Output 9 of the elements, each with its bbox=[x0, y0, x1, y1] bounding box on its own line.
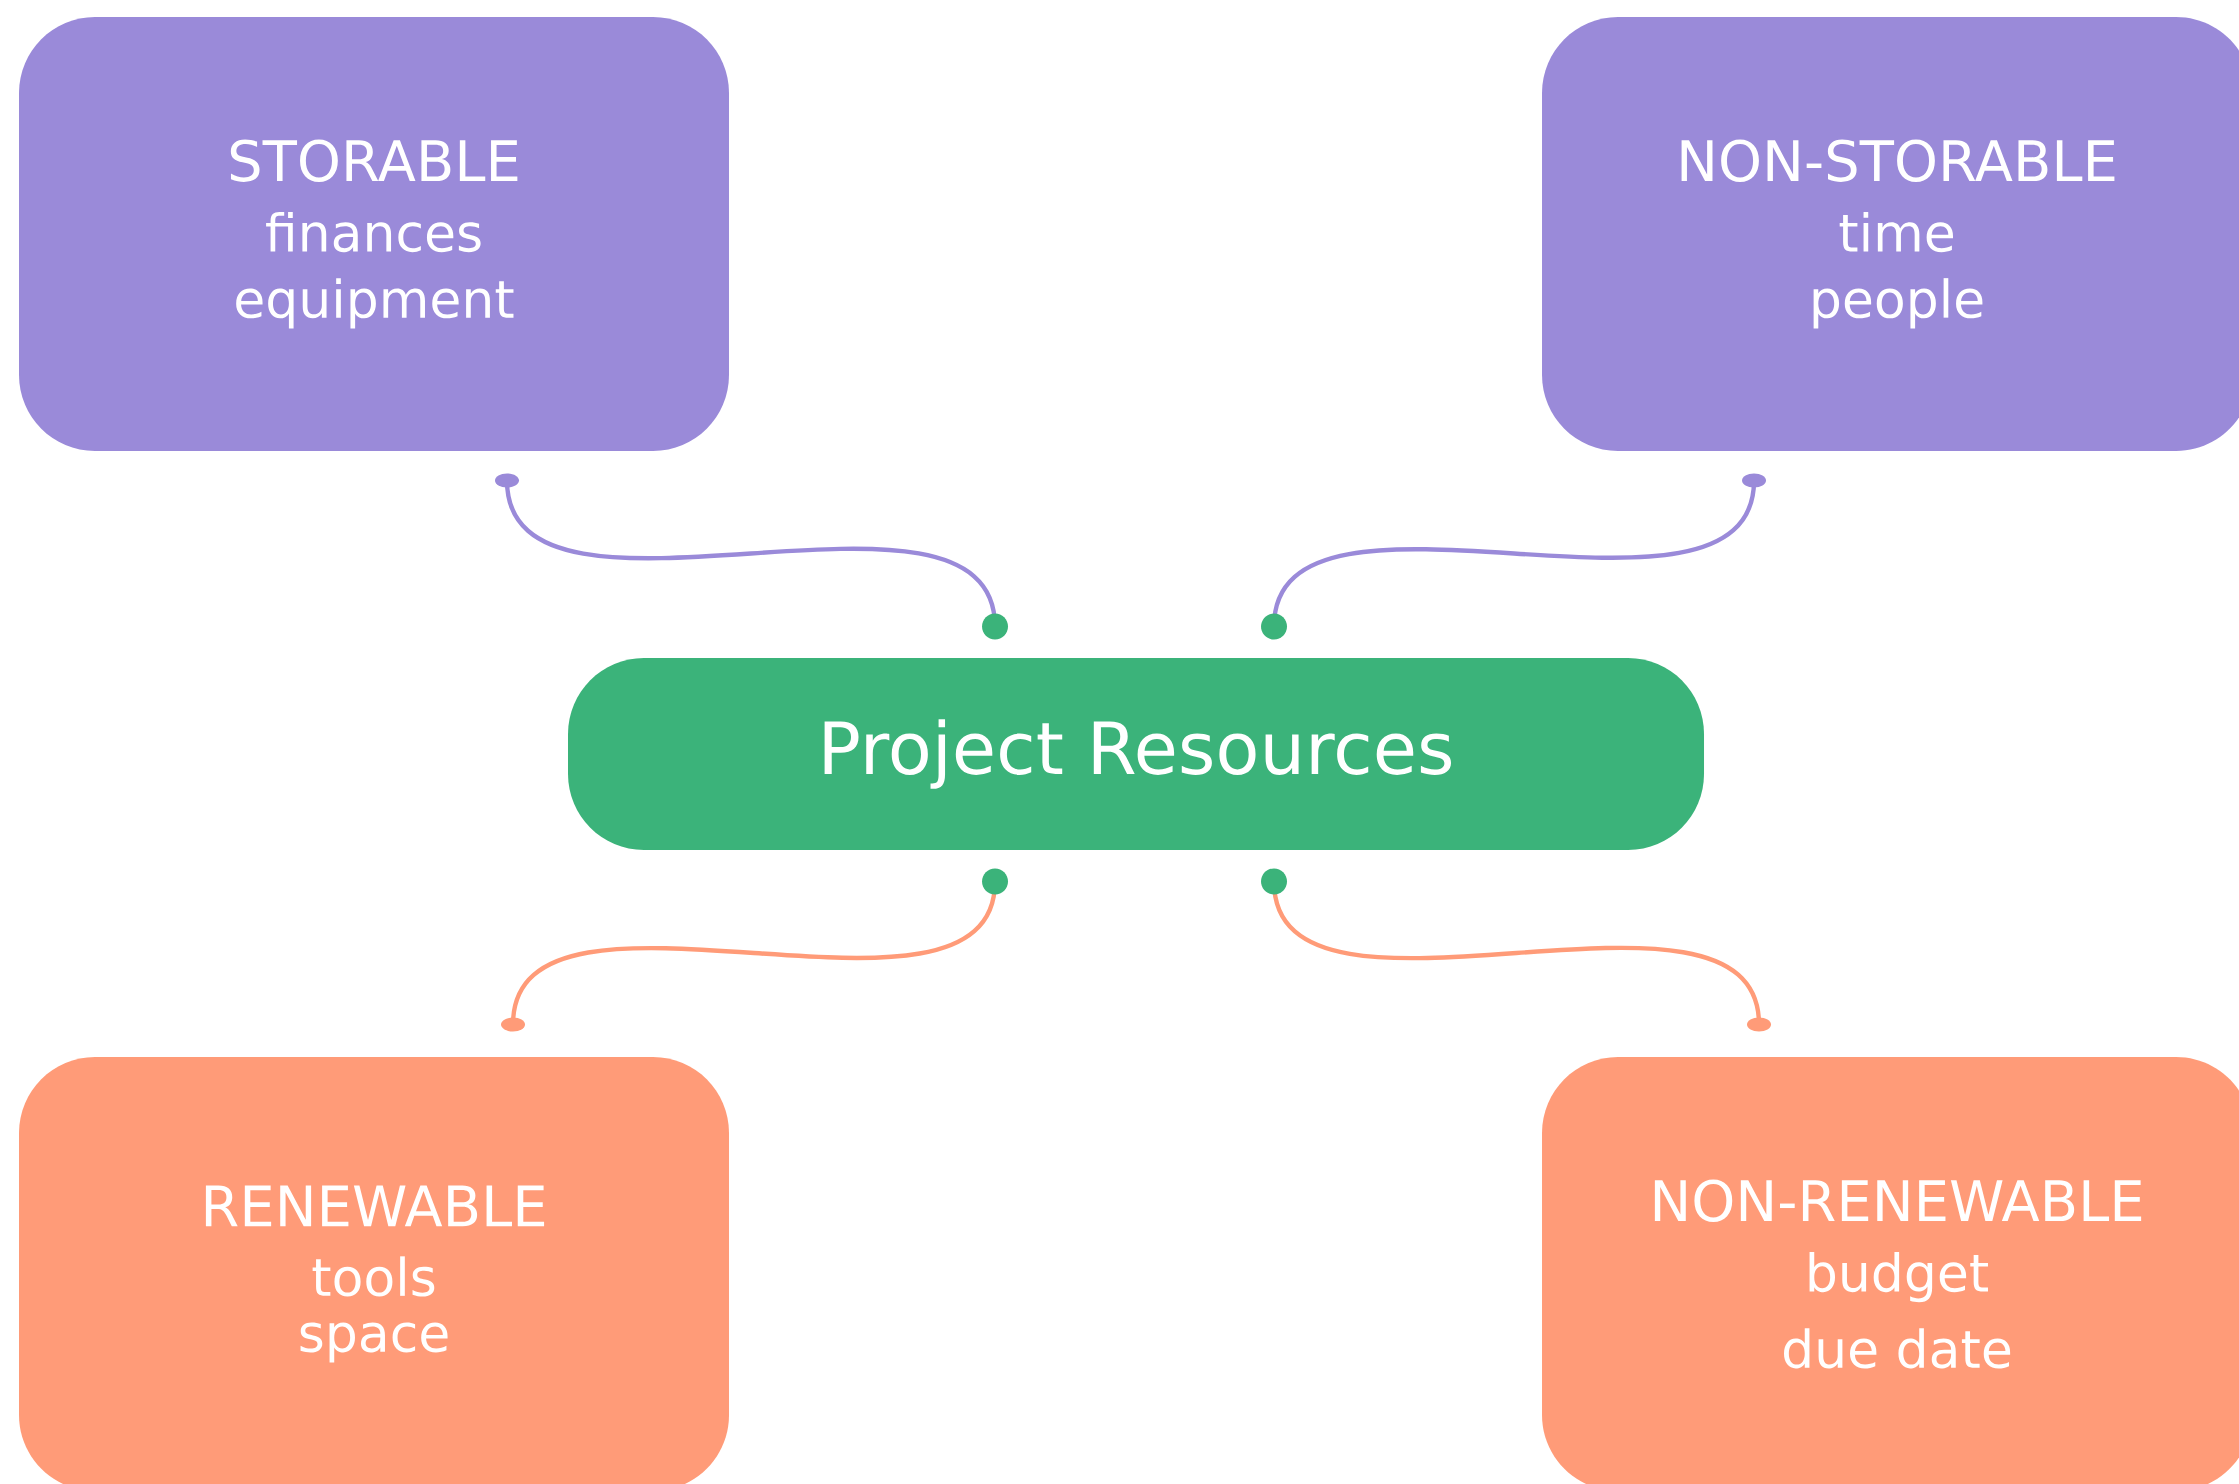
connector bbox=[501, 868, 1008, 1032]
connector bbox=[495, 473, 1008, 640]
category-box: NON-RENEWABLE budget due date bbox=[1542, 1057, 2239, 1484]
category-box: RENEWABLE tools space bbox=[19, 1057, 729, 1484]
category-box: STORABLE finances equipment bbox=[19, 17, 729, 451]
connector bbox=[1261, 473, 1766, 640]
connector bbox=[1261, 868, 1771, 1032]
category-box: NON-STORABLE time people bbox=[1542, 17, 2239, 451]
central-box: Project Resources bbox=[568, 658, 1704, 850]
